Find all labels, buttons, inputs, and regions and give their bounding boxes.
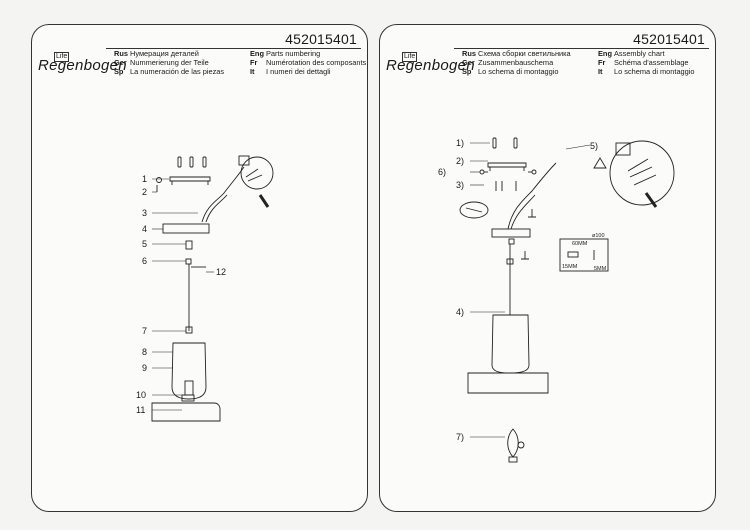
article-number: 452015401 [633,31,705,47]
lamp-base [151,402,221,422]
leader-lines [152,178,214,411]
connector-mark [465,207,483,213]
title-text: La numeración de las piezas [130,67,225,77]
lang-code: It [598,67,603,77]
step-label-3: 3) [456,180,464,190]
logo-life-badge: Life [402,52,418,62]
part-label-1: 1 [142,174,147,184]
mount-pin-2 [521,251,529,260]
lamp-socket [184,380,194,396]
ceiling-canopy [491,228,531,238]
step3-connector [459,201,489,219]
rod-nut [185,326,193,334]
logo-life-badge: Life [54,52,70,62]
step5-terminal-zoom [593,140,675,208]
title-text: Нумерация деталей [130,49,199,58]
lang-code: Ger [114,58,127,68]
title-text: Nummerierung der Teile [130,58,209,68]
part-label-3: 3 [142,208,147,218]
lamp-shade [491,314,530,374]
ceiling-canopy [162,223,210,234]
supply-wires [507,162,557,230]
title-text: Схема сборки светильника [478,49,571,58]
mount-pin [528,209,536,218]
screw-clips [177,156,207,168]
part-label-6: 6 [142,256,147,266]
title-text: Lo schema di montaggio [614,67,695,77]
lang-code: Eng [250,49,264,58]
bracket-screw [156,177,162,183]
title-text: Numérotation des composants [266,58,367,68]
dim-d: 5MM [594,266,607,272]
mounting-bracket [169,176,211,185]
leader-lines [470,142,591,438]
lamp-base [467,372,549,394]
part-label-9: 9 [142,363,147,373]
title-text: Lo schema di montaggio [478,67,559,77]
part-label-7: 7 [142,326,147,336]
part-label-11: 11 [136,405,145,415]
step-label-5: 5) [590,141,598,151]
title-text: I numeri dei dettagli [266,67,331,77]
part-label-12: 12 [216,267,226,277]
dim-a: 60MM [572,241,588,247]
title-text: Assembly chart [614,49,665,58]
dim-b: ø100 [592,233,605,239]
step2-bracket [487,162,527,171]
title-text: Parts numbering [266,49,321,58]
part-label-8: 8 [142,347,147,357]
step-label-4: 4) [456,307,464,317]
lang-code: Fr [250,58,258,68]
part-label-5: 5 [142,239,147,249]
canopy-nut [185,240,193,250]
logo-wordmark: Regenbogen [386,57,475,74]
part-label-2: 2 [142,187,147,197]
dim-c: 15MM [562,264,578,270]
step-label-7: 7) [456,432,464,442]
lang-code: Rus [114,49,128,58]
canopy-nut [508,238,515,245]
step-label-2: 2) [456,156,464,166]
lang-code: Eng [598,49,612,58]
article-number: 452015401 [285,31,357,47]
title-text: Zusammenbauschema [478,58,554,68]
exploded-parts-diagram: 1 2 3 4 5 6 7 8 9 10 11 12 [136,155,274,422]
step-label-1: 1) [456,138,464,148]
part-label-4: 4 [142,224,147,234]
lamp-shade [171,342,207,400]
terminal-detail-zoom [238,155,274,208]
header-rule [454,48,709,49]
socket-ring [181,394,195,402]
supply-wires [201,166,245,223]
warning-icon [593,157,607,169]
rod-nut [506,258,514,265]
part-label-10: 10 [136,390,146,400]
lang-code: Sp [462,67,472,77]
step-label-6: 6) [438,167,446,177]
step1-screws [492,137,518,149]
header-rule [106,48,361,49]
title-text: Schéma d'assemblage [614,58,689,68]
step6-screws [479,169,537,191]
logo-wordmark: Regenbogen [38,57,127,74]
step7-bulb [507,428,525,463]
lang-code: Sp [114,67,124,77]
assembly-diagram: 1) 2) 6) 3) 5) 4) 7) 60MM ø100 15MM 5MM [438,137,675,463]
dimension-plate [559,238,609,272]
lang-code: Fr [598,58,606,68]
top-bushing [185,258,192,265]
lang-code: Rus [462,49,476,58]
lang-code: It [250,67,255,77]
lang-code: Ger [462,58,475,68]
